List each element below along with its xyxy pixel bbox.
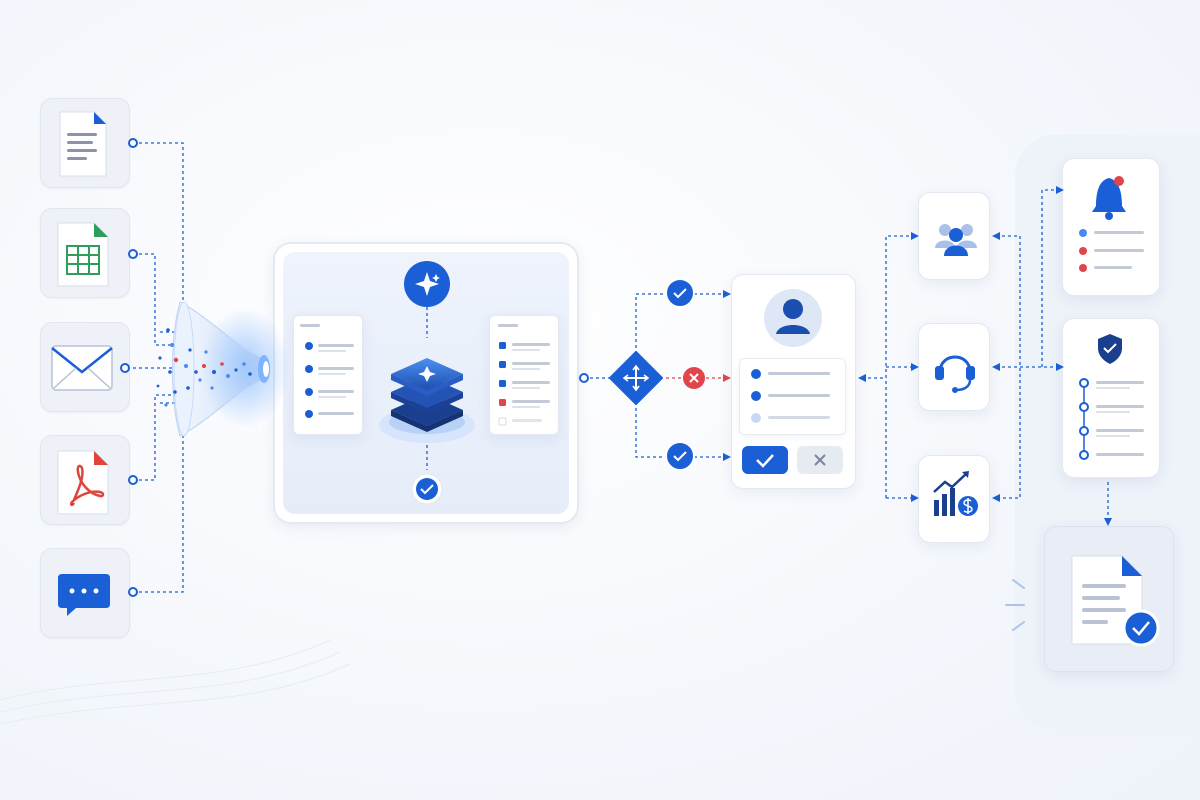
output-connectors bbox=[996, 189, 1109, 520]
ingestion-funnel bbox=[172, 301, 290, 437]
router-connectors bbox=[584, 293, 725, 458]
connector-dot bbox=[120, 363, 130, 373]
dispatch-connectors bbox=[862, 235, 912, 499]
connector-dot bbox=[128, 138, 138, 148]
layer-stack-icon bbox=[379, 358, 475, 443]
decision-diamond-icon bbox=[609, 351, 663, 405]
sparkle-icon bbox=[404, 261, 450, 307]
shield-check-icon bbox=[1098, 334, 1122, 364]
approve-check-icon bbox=[756, 454, 774, 468]
approved-check-icon bbox=[665, 278, 695, 308]
team-icon bbox=[935, 224, 977, 256]
output-list-items bbox=[498, 324, 550, 426]
ai-status-check-icon bbox=[411, 473, 443, 505]
connector-dot bbox=[128, 475, 138, 485]
user-avatar-icon bbox=[764, 289, 822, 347]
motion-lines bbox=[1005, 579, 1025, 631]
security-checklist bbox=[1079, 378, 1144, 460]
data-particles bbox=[156, 328, 252, 407]
connector-dot bbox=[128, 249, 138, 259]
approved-check-icon bbox=[665, 441, 695, 471]
growth-chart-dollar-icon bbox=[933, 471, 978, 516]
pdf-icon bbox=[57, 450, 109, 515]
document-approved-icon bbox=[1071, 555, 1160, 647]
review-detail-lines bbox=[751, 369, 830, 423]
approve-button[interactable] bbox=[742, 446, 788, 474]
connector-dot bbox=[579, 373, 589, 383]
decor-waves bbox=[0, 639, 351, 725]
document-icon bbox=[59, 111, 107, 177]
input-list-items bbox=[300, 324, 354, 418]
notification-list bbox=[1079, 229, 1144, 272]
spreadsheet-icon bbox=[57, 222, 109, 287]
chat-bubble-icon bbox=[58, 574, 110, 616]
output-list-card bbox=[489, 315, 559, 435]
envelope-icon bbox=[51, 345, 113, 391]
reject-close-icon bbox=[814, 454, 826, 466]
bell-icon bbox=[1092, 176, 1126, 220]
destination-support[interactable] bbox=[918, 323, 990, 411]
connector-dot bbox=[128, 587, 138, 597]
rejected-x-icon bbox=[683, 367, 705, 389]
headset-icon bbox=[935, 355, 975, 393]
